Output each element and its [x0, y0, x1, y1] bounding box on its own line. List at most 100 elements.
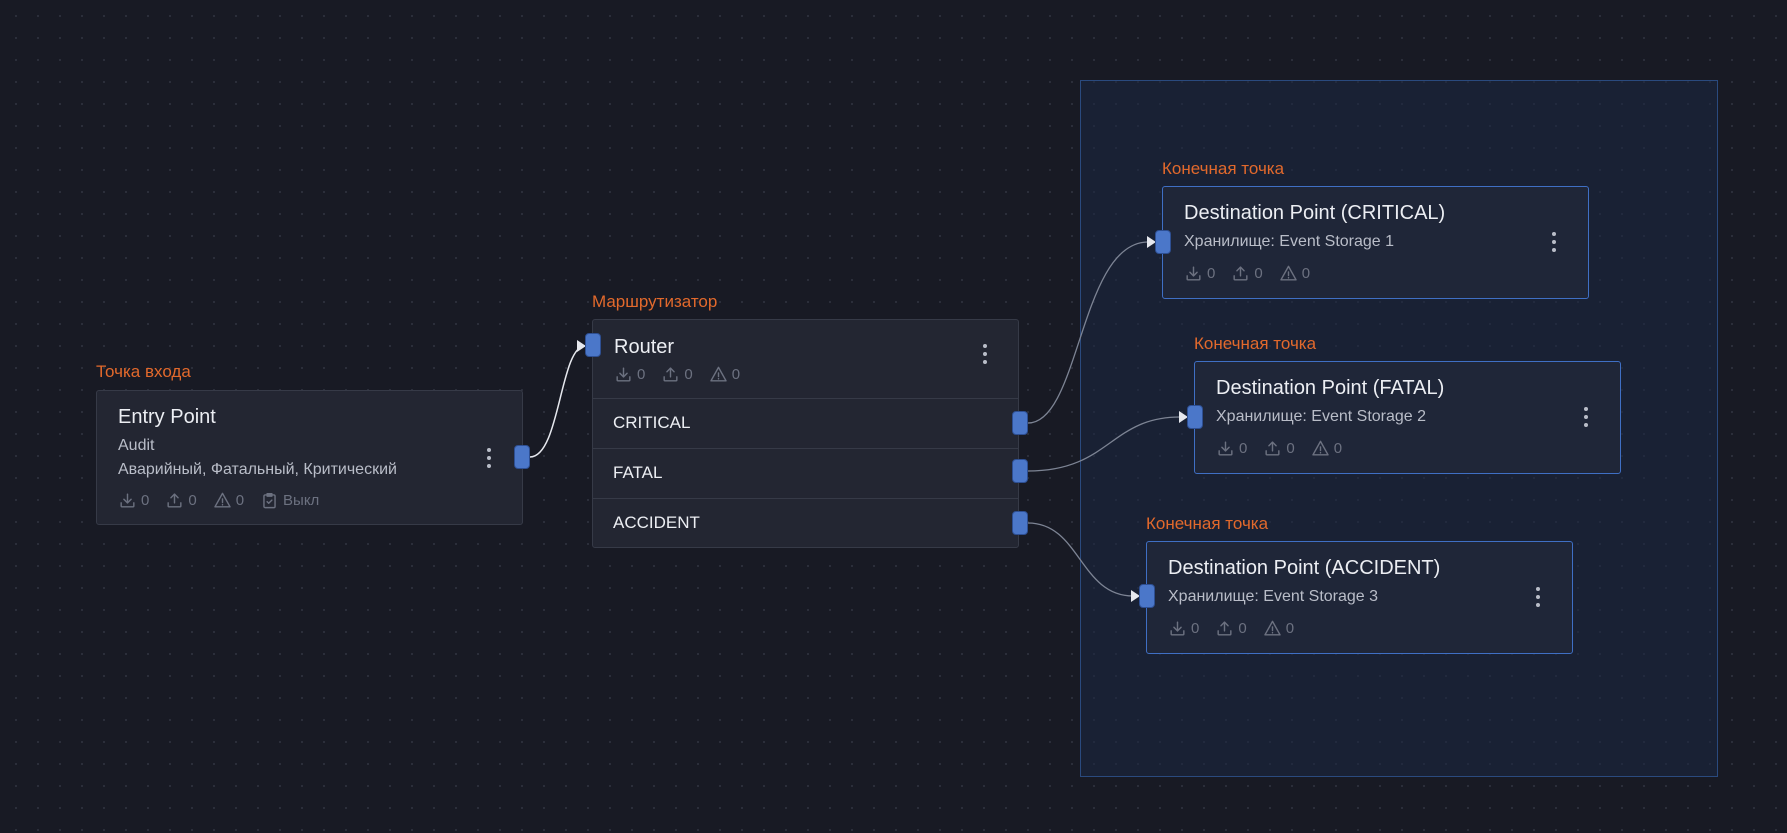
- edge-critical-dest[interactable]: [1027, 241, 1149, 424]
- router-route-critical[interactable]: CRITICAL: [593, 398, 1018, 448]
- dest-critical-stat-warn-value: 0: [1301, 265, 1311, 282]
- download-icon: [616, 367, 631, 382]
- dest-critical-stat-out: 0: [1231, 264, 1263, 283]
- dest-critical-node[interactable]: Destination Point (CRITICAL) Хранилище: …: [1162, 186, 1589, 299]
- dest-accident-node[interactable]: Destination Point (ACCIDENT) Хранилище: …: [1146, 541, 1573, 654]
- dest-fatal-type-label: Конечная точка: [1194, 334, 1317, 353]
- edge-fatal-dest[interactable]: [1027, 416, 1181, 472]
- entry-stat-in-value: 0: [141, 492, 150, 509]
- upload-icon: [1233, 266, 1248, 281]
- entry-stat-status: Выкл: [260, 491, 319, 510]
- clipboard-check-icon: [263, 493, 276, 509]
- router-input-port[interactable]: [585, 333, 601, 357]
- entry-output-port[interactable]: [514, 445, 530, 469]
- dest-accident-stat-warn-value: 0: [1285, 620, 1295, 637]
- route-label-accident: ACCIDENT: [613, 513, 700, 532]
- download-icon: [1170, 621, 1185, 636]
- dest-fatal-stats: 0 0 0: [1216, 439, 1352, 458]
- dest-accident-stat-in: 0: [1168, 619, 1199, 638]
- router-stat-out-value: 0: [684, 366, 693, 383]
- dest-critical-stat-in-value: 0: [1207, 265, 1216, 282]
- dest-fatal-title: Destination Point (FATAL): [1216, 377, 1445, 399]
- entry-stat-warn-value: 0: [235, 492, 245, 509]
- more-vertical-icon: [487, 448, 491, 468]
- entry-stat-out-value: 0: [188, 492, 197, 509]
- dest-fatal-stat-warn-value: 0: [1333, 440, 1343, 457]
- route-label-critical: CRITICAL: [613, 413, 691, 432]
- upload-icon: [1265, 441, 1280, 456]
- dest-fatal-stat-in: 0: [1216, 439, 1247, 458]
- router-stat-in: 0: [614, 365, 645, 384]
- upload-icon: [663, 367, 678, 382]
- upload-icon: [167, 493, 182, 508]
- entry-subtitle: Audit: [118, 437, 155, 454]
- dest-fatal-storage: Хранилище: Event Storage 2: [1216, 408, 1427, 425]
- more-vertical-icon: [1584, 407, 1588, 427]
- router-input-arrow: [577, 340, 586, 352]
- dest-accident-stat-in-value: 0: [1191, 620, 1200, 637]
- entry-menu-button[interactable]: [479, 444, 499, 472]
- entry-stat-warn: 0: [213, 491, 244, 510]
- upload-icon: [1217, 621, 1232, 636]
- dest-critical-stat-in: 0: [1184, 264, 1215, 283]
- router-stat-in-value: 0: [637, 366, 646, 383]
- warning-icon: [213, 492, 231, 508]
- dest-accident-type-label: Конечная точка: [1146, 514, 1269, 533]
- dest-fatal-input-arrow: [1179, 411, 1188, 423]
- router-menu-button[interactable]: [975, 340, 995, 368]
- dest-accident-stat-out-value: 0: [1238, 620, 1247, 637]
- entry-node[interactable]: Entry Point Audit Аварийный, Фатальный, …: [96, 390, 523, 525]
- dest-accident-stats: 0 0 0: [1168, 619, 1304, 638]
- dest-critical-stat-out-value: 0: [1254, 265, 1263, 282]
- dest-accident-menu-button[interactable]: [1528, 583, 1548, 611]
- dest-critical-stat-warn: 0: [1279, 264, 1310, 283]
- dest-fatal-menu-button[interactable]: [1576, 403, 1596, 431]
- router-stat-out: 0: [661, 365, 693, 384]
- dest-accident-input-port[interactable]: [1139, 584, 1155, 608]
- router-stat-warn-value: 0: [731, 366, 741, 383]
- router-type-label: Маршрутизатор: [592, 292, 718, 311]
- router-stats: 0 0 0: [614, 365, 750, 384]
- dest-critical-input-port[interactable]: [1155, 230, 1171, 254]
- warning-icon: [1311, 440, 1329, 456]
- dest-critical-menu-button[interactable]: [1544, 228, 1564, 256]
- dest-accident-input-arrow: [1131, 590, 1140, 602]
- dest-fatal-node[interactable]: Destination Point (FATAL) Хранилище: Eve…: [1194, 361, 1621, 474]
- router-output-port-accident[interactable]: [1012, 511, 1028, 535]
- dest-accident-title: Destination Point (ACCIDENT): [1168, 557, 1441, 579]
- dest-fatal-stat-out: 0: [1263, 439, 1295, 458]
- more-vertical-icon: [1536, 587, 1540, 607]
- entry-stat-out: 0: [165, 491, 197, 510]
- more-vertical-icon: [1552, 232, 1556, 252]
- router-output-port-critical[interactable]: [1012, 411, 1028, 435]
- download-icon: [120, 493, 135, 508]
- router-route-fatal[interactable]: FATAL: [593, 448, 1018, 498]
- entry-title: Entry Point: [118, 406, 216, 428]
- dest-fatal-stat-out-value: 0: [1286, 440, 1295, 457]
- dest-critical-storage: Хранилище: Event Storage 1: [1184, 233, 1395, 250]
- edge-entry-router[interactable]: [529, 345, 586, 458]
- route-label-fatal: FATAL: [613, 463, 663, 482]
- dest-critical-input-arrow: [1147, 236, 1156, 248]
- warning-icon: [1279, 265, 1297, 281]
- dest-critical-stats: 0 0 0: [1184, 264, 1320, 283]
- dest-accident-stat-warn: 0: [1263, 619, 1294, 638]
- router-node[interactable]: Router 0 0 0 CRITICAL FATAL ACCIDENT: [592, 319, 1019, 548]
- entry-stat-status-value: Выкл: [283, 492, 320, 509]
- warning-icon: [1263, 620, 1281, 636]
- download-icon: [1186, 266, 1201, 281]
- dest-fatal-input-port[interactable]: [1187, 405, 1203, 429]
- router-title: Router: [614, 336, 675, 358]
- dest-fatal-stat-in-value: 0: [1239, 440, 1248, 457]
- router-output-port-fatal[interactable]: [1012, 459, 1028, 483]
- download-icon: [1218, 441, 1233, 456]
- warning-icon: [709, 366, 727, 382]
- more-vertical-icon: [983, 344, 987, 364]
- router-route-accident[interactable]: ACCIDENT: [593, 498, 1018, 548]
- edge-accident-dest[interactable]: [1027, 522, 1134, 597]
- dest-critical-type-label: Конечная точка: [1162, 159, 1285, 178]
- entry-type-label: Точка входа: [96, 362, 191, 381]
- entry-stat-in: 0: [118, 491, 149, 510]
- dest-accident-stat-out: 0: [1215, 619, 1247, 638]
